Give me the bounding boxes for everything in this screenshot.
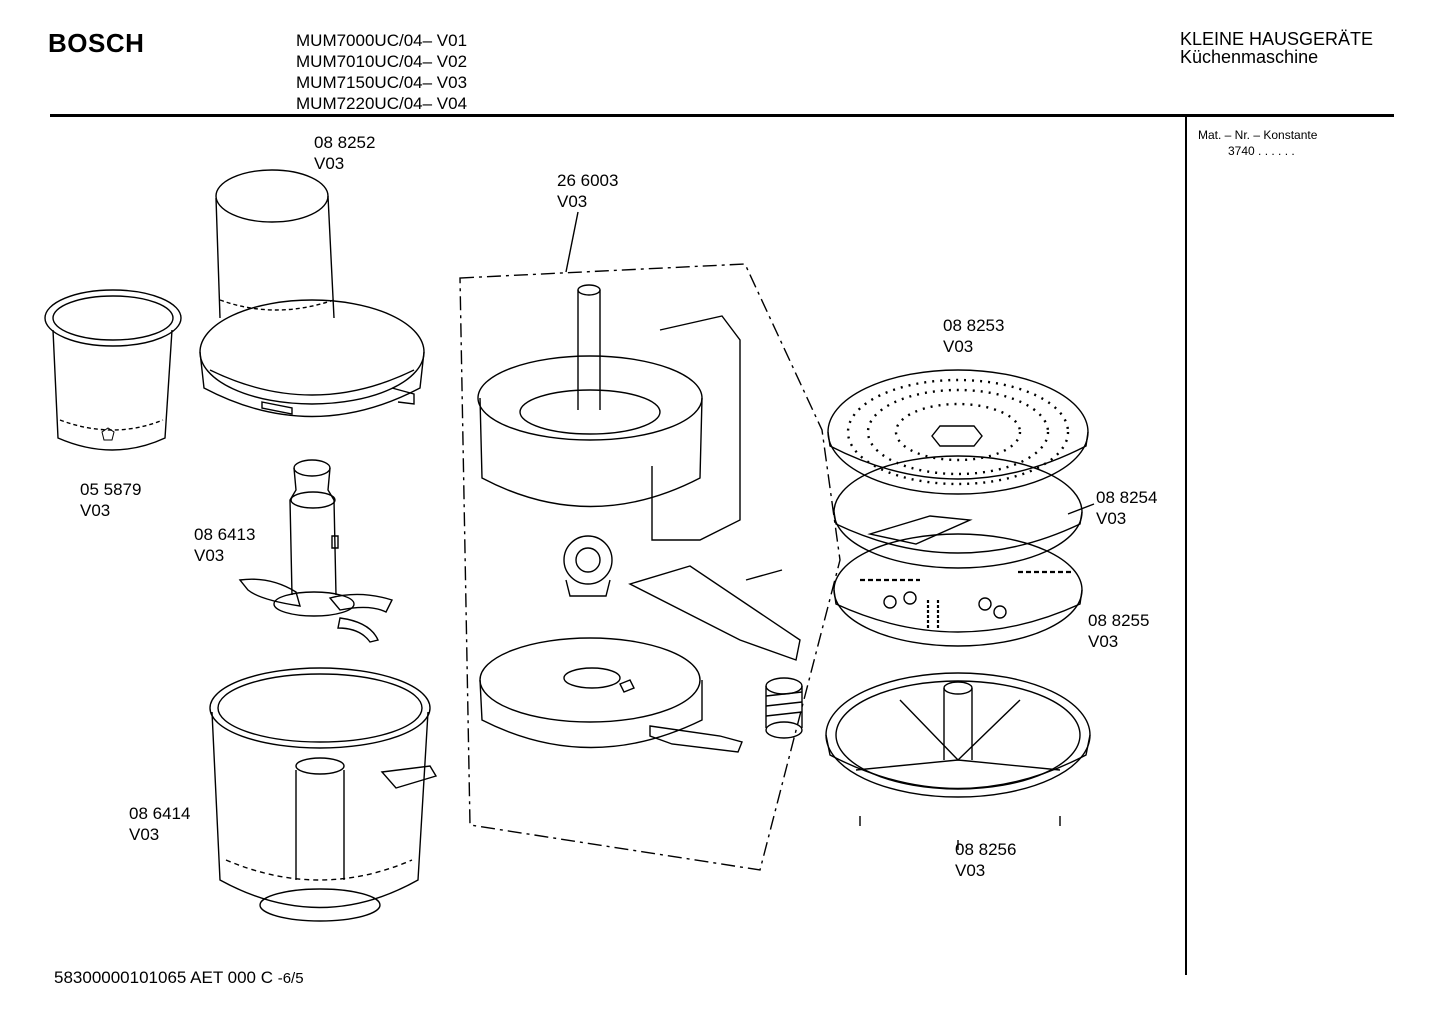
blade-part-086413	[238, 459, 393, 643]
page-indicator: -6/5	[277, 970, 304, 987]
category-title: KLEINE HAUSGERÄTE	[1180, 29, 1374, 49]
assembly-boundary-266003	[459, 211, 841, 871]
part-label: 08 8256 V03	[955, 839, 1016, 881]
slicing-disc-088254	[833, 455, 1095, 569]
model-line: MUM7010UC/04– V02	[296, 52, 468, 71]
sidebar-divider	[1185, 117, 1187, 975]
part-label: 08 6414 V03	[129, 803, 190, 845]
part-version: V03	[943, 337, 974, 356]
category-block: KLEINE HAUSGERÄTE Küchenmaschine	[1180, 30, 1373, 66]
grater-disc-088253	[827, 369, 1089, 495]
header-divider	[50, 114, 1394, 117]
disc-holder-088256	[825, 672, 1091, 850]
part-version: V03	[194, 546, 225, 565]
part-version: V03	[314, 154, 345, 173]
part-label: 08 8255 V03	[1088, 610, 1149, 652]
part-version: V03	[955, 861, 986, 880]
brand-logo: BOSCH	[48, 28, 145, 58]
mat-label: Mat. – Nr. – Konstante	[1198, 128, 1318, 142]
part-version: V03	[1088, 632, 1119, 651]
part-label: 08 8253 V03	[943, 315, 1004, 357]
part-version: V03	[80, 501, 111, 520]
part-label: 08 8252 V03	[314, 132, 375, 174]
material-constant: Mat. – Nr. – Konstante 3740 . . . . . .	[1198, 127, 1317, 159]
model-line: MUM7000UC/04– V01	[296, 31, 468, 50]
part-label: 08 6413 V03	[194, 524, 255, 566]
part-number: 26 6003	[557, 171, 619, 190]
part-version: V03	[557, 192, 588, 211]
document-footer: 58300000101065 AET 000 C -6/5	[54, 968, 304, 988]
part-number: 08 6414	[129, 804, 191, 823]
part-number: 08 8254	[1096, 488, 1158, 507]
part-number: 08 8253	[943, 316, 1005, 335]
model-line: MUM7220UC/04– V04	[296, 94, 468, 113]
bowl-part-086414	[209, 667, 438, 922]
part-number: 08 8256	[955, 840, 1017, 859]
mat-value: 3740 . . . . . .	[1228, 144, 1295, 158]
part-version: V03	[1096, 509, 1127, 528]
lid-part-088252	[199, 169, 425, 418]
part-version: V03	[129, 825, 160, 844]
cup-part-055879	[44, 289, 182, 451]
document-code: 58300000101065 AET 000 C	[54, 968, 278, 987]
part-number: 08 8255	[1088, 611, 1150, 630]
part-number: 05 5879	[80, 480, 142, 499]
model-line: MUM7150UC/04– V03	[296, 73, 468, 92]
category-subtitle: Küchenmaschine	[1180, 47, 1319, 67]
part-number: 08 6413	[194, 525, 256, 544]
part-label: 05 5879 V03	[80, 479, 141, 521]
part-label: 26 6003 V03	[557, 170, 618, 212]
model-list: MUM7000UC/04– V01 MUM7010UC/04– V02 MUM7…	[296, 30, 467, 114]
part-label: 08 8254 V03	[1096, 487, 1157, 529]
part-number: 08 8252	[314, 133, 376, 152]
julienne-disc-088255	[833, 533, 1083, 647]
